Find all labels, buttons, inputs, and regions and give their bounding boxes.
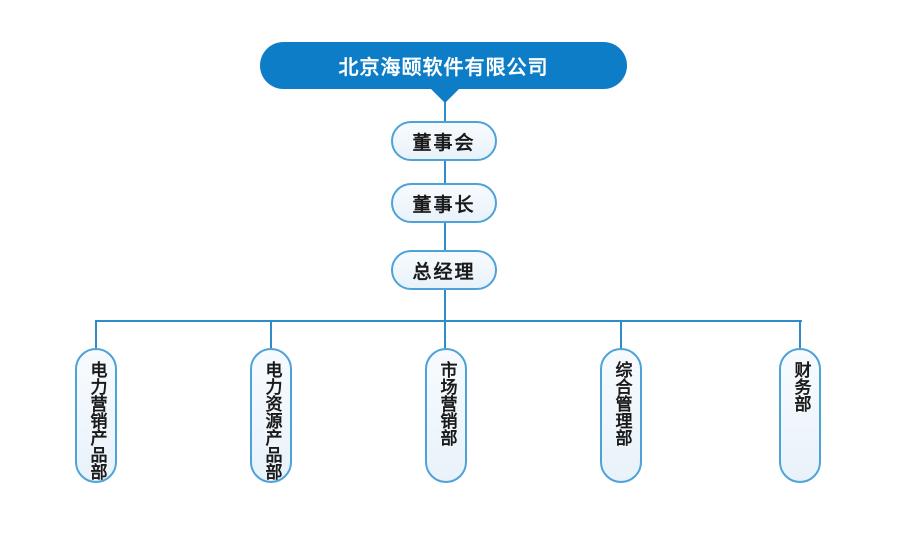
connector-board-to-chairman	[444, 161, 446, 183]
connector-chairman-to-gm	[444, 223, 446, 250]
dept-node-marketing: 市场营销部	[425, 348, 467, 483]
board-label: 董事会	[412, 131, 476, 154]
org-root-node: 北京海颐软件有限公司	[260, 42, 627, 89]
dept-label: 电力资源产品部	[261, 361, 282, 480]
connector-drop-dept-5	[799, 320, 801, 348]
dept-label: 市场营销部	[436, 361, 457, 446]
dept-node-power-resources-products: 电力资源产品部	[250, 348, 292, 483]
root-pointer-triangle	[429, 87, 461, 103]
dept-label: 电力营销产品部	[86, 361, 107, 480]
node-general-manager: 总经理	[391, 250, 497, 290]
dept-node-finance: 财务部	[779, 348, 821, 483]
dept-node-general-management: 综合管理部	[600, 348, 642, 483]
dept-label: 综合管理部	[611, 361, 632, 446]
general-manager-label: 总经理	[412, 260, 476, 283]
node-board-of-directors: 董事会	[391, 121, 497, 161]
dept-node-power-marketing-products: 电力营销产品部	[75, 348, 117, 483]
connector-root-to-board	[444, 102, 446, 122]
node-chairman: 董事长	[391, 183, 497, 223]
connector-drop-dept-4	[620, 320, 622, 348]
company-name-label: 北京海颐软件有限公司	[338, 55, 549, 79]
dept-label: 财务部	[790, 361, 811, 412]
chairman-label: 董事长	[412, 193, 476, 216]
connector-horizontal-bus	[96, 320, 802, 322]
connector-drop-dept-1	[95, 320, 97, 348]
connector-drop-dept-2	[270, 320, 272, 348]
connector-gm-to-bus	[444, 290, 446, 348]
